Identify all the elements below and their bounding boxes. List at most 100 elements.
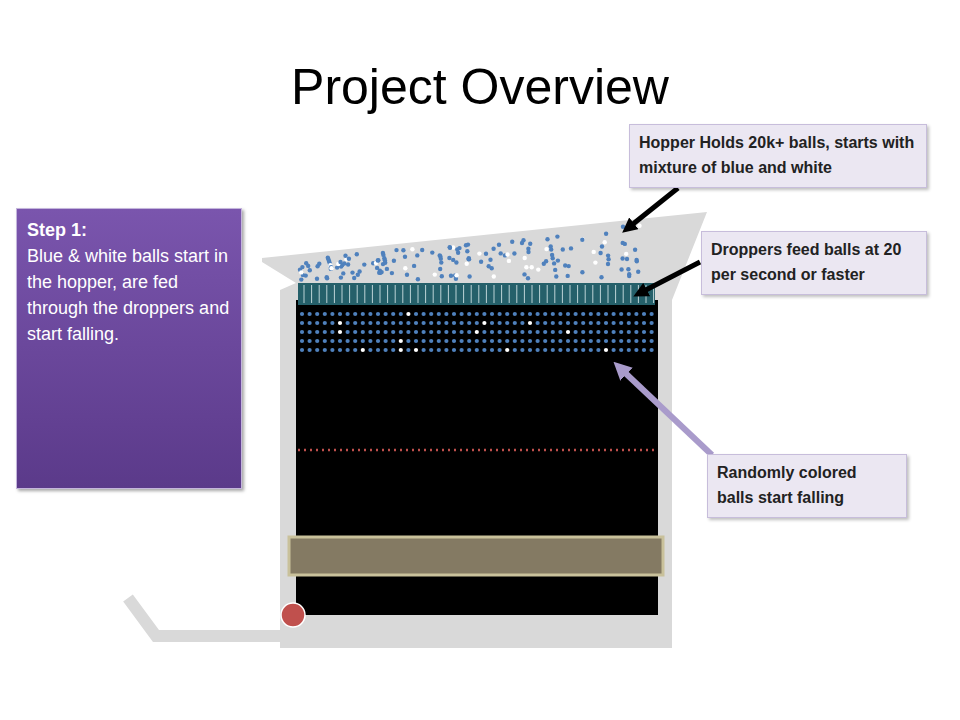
falling-ball	[353, 321, 357, 325]
falling-ball	[596, 330, 600, 334]
falling-ball	[520, 312, 524, 316]
falling-ball	[536, 330, 540, 334]
dropper-dividers	[304, 285, 654, 303]
falling-ball	[581, 330, 585, 334]
falling-ball	[444, 321, 448, 325]
falling-ball	[505, 321, 509, 325]
falling-ball	[384, 348, 388, 352]
falling-ball	[353, 312, 357, 316]
hopper-ball	[325, 276, 329, 280]
falling-ball	[536, 339, 540, 343]
hopper-ball	[420, 248, 424, 252]
hopper-ball	[606, 257, 610, 261]
dropper-divider	[425, 285, 426, 303]
falling-ball	[513, 321, 517, 325]
falling-ball	[482, 330, 486, 334]
falling-ball	[490, 348, 494, 352]
dropper-divider	[440, 285, 441, 303]
falling-ball	[391, 348, 395, 352]
falling-ball	[330, 321, 334, 325]
falling-ball	[604, 339, 608, 343]
hopper-ball	[439, 257, 443, 261]
falling-ball	[498, 339, 502, 343]
falling-ball	[346, 339, 350, 343]
dropper-divider	[372, 285, 373, 303]
falling-ball	[505, 330, 509, 334]
hopper-ball	[343, 254, 347, 258]
red-ball	[281, 603, 305, 627]
dropper-divider	[418, 285, 419, 303]
falling-ball	[330, 312, 334, 316]
falling-ball	[376, 330, 380, 334]
dropper-divider	[570, 285, 571, 303]
falling-ball	[460, 321, 464, 325]
falling-ball	[619, 312, 623, 316]
hopper-ball	[549, 247, 553, 251]
hopper-ball	[385, 267, 389, 271]
falling-ball	[414, 339, 418, 343]
hopper-ball	[554, 274, 558, 278]
falling-ball	[566, 330, 570, 334]
hopper-ball	[325, 275, 329, 279]
falling-ball	[536, 312, 540, 316]
falling-ball	[490, 321, 494, 325]
falling-ball	[338, 339, 342, 343]
hopper-housing	[262, 212, 707, 648]
falling-ball	[551, 330, 555, 334]
dropper-divider	[357, 285, 358, 303]
falling-ball	[627, 321, 631, 325]
falling-ball	[429, 348, 433, 352]
hopper-ball	[544, 247, 548, 251]
hopper-ball	[619, 267, 623, 271]
falling-ball	[482, 348, 486, 352]
falling-ball	[460, 312, 464, 316]
falling-ball	[634, 330, 638, 334]
falling-ball	[414, 348, 418, 352]
hopper-ball	[299, 277, 303, 281]
falling-ball	[361, 321, 365, 325]
falling-ball	[437, 330, 441, 334]
falling-ball	[566, 312, 570, 316]
falling-ball	[513, 312, 517, 316]
falling-ball	[490, 339, 494, 343]
hopper-ball	[350, 270, 354, 274]
falling-ball	[361, 348, 365, 352]
falling-ball	[604, 321, 608, 325]
falling-ball	[338, 330, 342, 334]
falling-ball	[490, 312, 494, 316]
hopper-ball	[466, 257, 470, 261]
hopper-ball	[593, 260, 597, 264]
hopper-ball	[600, 244, 604, 248]
dropper-divider	[615, 285, 616, 303]
falling-ball	[460, 330, 464, 334]
leader-arrow	[628, 188, 678, 228]
falling-ball	[482, 339, 486, 343]
falling-ball	[391, 339, 395, 343]
falling-ball	[429, 321, 433, 325]
falling-ball	[520, 339, 524, 343]
falling-ball	[574, 312, 578, 316]
falling-ball	[498, 330, 502, 334]
falling-ball	[619, 339, 623, 343]
falling-ball	[300, 312, 304, 316]
hopper-ball	[403, 255, 407, 259]
falling-ball	[513, 330, 517, 334]
hopper-ball	[524, 265, 528, 269]
falling-ball	[422, 348, 426, 352]
falling-ball	[452, 321, 456, 325]
hopper-ball	[465, 262, 469, 266]
falling-ball	[422, 321, 426, 325]
slide-title: Project Overview	[0, 58, 960, 116]
falling-ball	[642, 330, 646, 334]
falling-ball	[323, 321, 327, 325]
hopper-ball	[390, 271, 394, 275]
falling-ball	[551, 339, 555, 343]
falling-ball	[323, 348, 327, 352]
falling-ball	[650, 339, 654, 343]
falling-ball	[581, 339, 585, 343]
falling-ball	[315, 339, 319, 343]
dropper-divider	[539, 285, 540, 303]
falling-ball	[558, 330, 562, 334]
box-text: Blue & white balls start in the hopper, …	[27, 243, 231, 347]
box-text: Droppers feed balls at 20 per second or …	[711, 238, 917, 288]
